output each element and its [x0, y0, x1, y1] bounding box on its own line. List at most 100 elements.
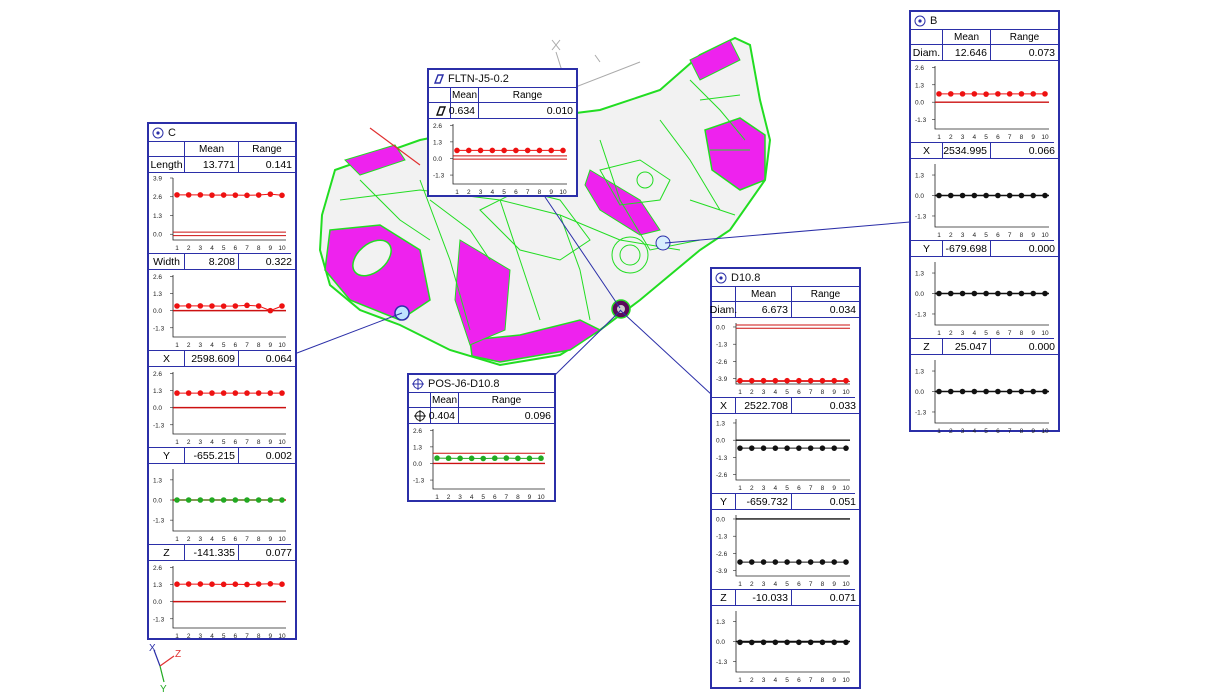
data-point[interactable]: [548, 147, 555, 154]
data-point[interactable]: [197, 497, 204, 503]
data-point[interactable]: [1006, 388, 1013, 395]
data-point[interactable]: [1018, 192, 1025, 199]
data-point[interactable]: [831, 377, 838, 384]
data-point[interactable]: [255, 192, 262, 198]
data-point[interactable]: [477, 147, 484, 154]
data-point[interactable]: [760, 445, 767, 451]
data-point[interactable]: [936, 91, 942, 97]
data-point[interactable]: [279, 192, 285, 199]
data-point[interactable]: [959, 192, 966, 199]
data-point[interactable]: [434, 455, 440, 461]
data-point[interactable]: [1030, 91, 1037, 97]
data-point[interactable]: [796, 639, 802, 646]
data-point[interactable]: [737, 559, 743, 565]
data-point[interactable]: [197, 390, 204, 396]
data-point[interactable]: [255, 303, 262, 309]
data-point[interactable]: [971, 388, 978, 395]
data-point[interactable]: [244, 390, 250, 396]
data-point[interactable]: [526, 455, 533, 462]
data-point[interactable]: [995, 388, 1001, 395]
data-point[interactable]: [513, 147, 519, 154]
data-point[interactable]: [819, 377, 826, 384]
data-point[interactable]: [209, 390, 215, 396]
data-point[interactable]: [760, 559, 767, 565]
data-point[interactable]: [468, 455, 475, 462]
data-point[interactable]: [454, 147, 460, 154]
data-point[interactable]: [255, 581, 262, 587]
data-point[interactable]: [491, 455, 498, 462]
data-point[interactable]: [784, 559, 790, 565]
panel-title-bar[interactable]: POS-J6-D10.8: [409, 375, 554, 393]
data-point[interactable]: [1042, 290, 1048, 297]
data-point[interactable]: [515, 455, 521, 462]
data-point[interactable]: [232, 303, 239, 309]
data-point[interactable]: [947, 91, 954, 97]
data-point[interactable]: [1006, 290, 1013, 297]
data-point[interactable]: [232, 497, 239, 503]
data-point[interactable]: [244, 497, 250, 503]
data-point[interactable]: [737, 639, 743, 646]
panel-title-bar[interactable]: C: [149, 124, 295, 142]
data-point[interactable]: [538, 455, 544, 462]
data-point[interactable]: [843, 377, 849, 384]
data-point[interactable]: [936, 388, 942, 395]
data-point[interactable]: [959, 388, 966, 395]
data-point[interactable]: [536, 147, 543, 154]
data-point[interactable]: [244, 581, 250, 588]
data-point[interactable]: [995, 290, 1001, 297]
data-point[interactable]: [796, 445, 802, 451]
data-point[interactable]: [947, 388, 954, 395]
data-point[interactable]: [279, 581, 285, 588]
data-point[interactable]: [501, 147, 507, 154]
data-point[interactable]: [807, 445, 814, 451]
data-point[interactable]: [267, 191, 274, 197]
data-point[interactable]: [748, 559, 755, 565]
data-point[interactable]: [1018, 388, 1025, 395]
data-point[interactable]: [174, 303, 180, 309]
data-point[interactable]: [1042, 388, 1048, 395]
data-point[interactable]: [232, 390, 239, 396]
data-point[interactable]: [445, 455, 452, 462]
panel-title-bar[interactable]: B: [911, 12, 1058, 30]
data-point[interactable]: [947, 192, 954, 199]
data-point[interactable]: [748, 639, 755, 646]
data-point[interactable]: [983, 192, 989, 199]
data-point[interactable]: [185, 390, 192, 396]
data-point[interactable]: [220, 497, 227, 503]
data-point[interactable]: [503, 455, 510, 461]
data-point[interactable]: [232, 581, 239, 588]
data-point[interactable]: [267, 390, 274, 396]
data-point[interactable]: [772, 445, 779, 451]
data-point[interactable]: [995, 91, 1001, 97]
data-point[interactable]: [524, 147, 531, 154]
data-point[interactable]: [843, 445, 849, 451]
data-point[interactable]: [244, 302, 250, 309]
data-point[interactable]: [185, 192, 192, 198]
data-point[interactable]: [760, 377, 767, 384]
data-point[interactable]: [784, 377, 790, 384]
data-point[interactable]: [831, 445, 838, 451]
data-point[interactable]: [1006, 192, 1013, 199]
data-point[interactable]: [457, 455, 463, 462]
data-point[interactable]: [197, 303, 204, 309]
data-point[interactable]: [936, 192, 942, 199]
data-point[interactable]: [197, 581, 204, 587]
data-point[interactable]: [807, 639, 814, 646]
data-point[interactable]: [843, 639, 849, 646]
data-point[interactable]: [983, 91, 989, 97]
data-point[interactable]: [819, 559, 826, 565]
data-point[interactable]: [784, 445, 790, 451]
data-point[interactable]: [819, 445, 826, 451]
data-point[interactable]: [209, 581, 215, 588]
